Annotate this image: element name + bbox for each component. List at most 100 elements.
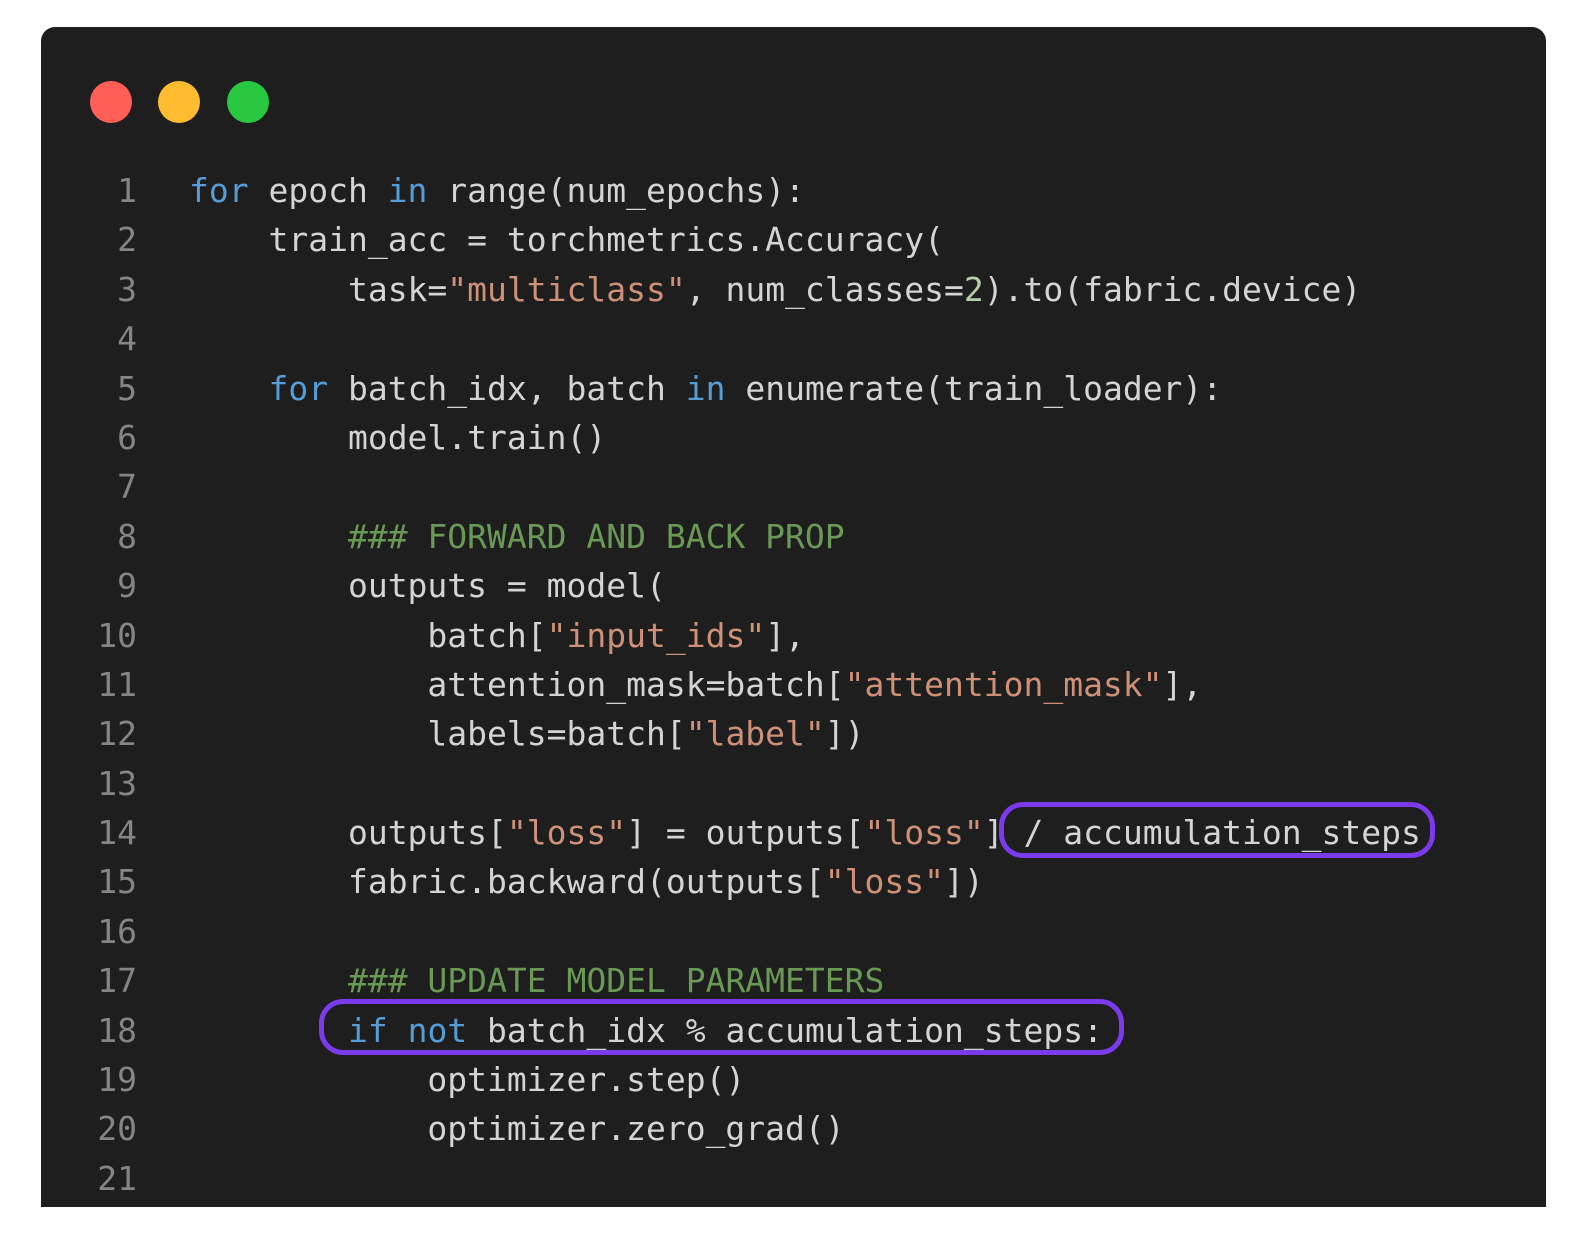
code-text: model.train()	[189, 413, 606, 462]
line-number: 2	[117, 220, 137, 260]
line-number: 1	[117, 171, 137, 210]
code-line: 5 for batch_idx, batch in enumerate(trai…	[41, 364, 1546, 413]
code-token: ])	[824, 714, 865, 754]
line-number: 8	[117, 516, 137, 556]
code-text: labels=batch["label"])	[189, 709, 865, 758]
line-number: 9	[117, 566, 137, 606]
code-line: 16	[41, 907, 1546, 956]
string-token: "label"	[685, 714, 825, 754]
code-token: train_acc = torchmetrics.Accuracy(	[268, 220, 944, 260]
code-text: batch["input_ids"],	[189, 611, 805, 660]
code-text: fabric.backward(outputs["loss"])	[189, 857, 984, 906]
line-number: 17	[97, 961, 137, 1001]
code-token: labels=batch[	[427, 714, 686, 754]
code-text: for epoch in range(num_epochs):	[189, 166, 805, 215]
code-line: 8 ### FORWARD AND BACK PROP	[41, 512, 1546, 561]
code-line: 7	[41, 462, 1546, 511]
line-number: 15	[97, 862, 137, 902]
number-token: 2	[963, 269, 984, 309]
code-token: batch_idx, batch	[328, 368, 686, 408]
code-line: 13	[41, 759, 1546, 808]
code-token: fabric.backward(outputs[	[347, 862, 825, 902]
code-text: for batch_idx, batch in enumerate(train_…	[189, 364, 1222, 413]
code-line: 18 if not batch_idx % accumulation_steps…	[41, 1006, 1546, 1055]
code-line: 14 outputs["loss"] = outputs["loss"] / a…	[41, 808, 1546, 857]
code-token: ],	[1162, 664, 1203, 704]
line-number: 16	[97, 911, 137, 951]
maximize-button[interactable]	[227, 81, 269, 123]
string-token: "loss"	[824, 862, 944, 902]
code-line: 19 optimizer.step()	[41, 1055, 1546, 1104]
line-number: 14	[97, 813, 137, 853]
code-line: 12 labels=batch["label"])	[41, 709, 1546, 758]
code-line: 21	[41, 1154, 1546, 1203]
code-token: attention_mask=batch[	[427, 664, 845, 704]
minimize-button[interactable]	[158, 81, 200, 123]
code-text: if not batch_idx % accumulation_steps:	[189, 1006, 1103, 1055]
code-text: optimizer.step()	[189, 1055, 745, 1104]
line-number: 6	[117, 417, 137, 457]
code-line: 1 for epoch in range(num_epochs):	[41, 166, 1546, 215]
code-token: ],	[765, 615, 805, 655]
keyword-token: if	[347, 1010, 388, 1050]
close-button[interactable]	[90, 81, 132, 123]
keyword-token: in	[387, 171, 428, 210]
line-number: 4	[117, 319, 137, 359]
code-token: optimizer.step()	[427, 1060, 746, 1100]
code-token: optimizer.zero_grad()	[427, 1109, 845, 1149]
code-token: enumerate(train_loader):	[725, 368, 1223, 408]
code-token: ] / accumulation_steps	[983, 813, 1421, 853]
code-line: 15 fabric.backward(outputs["loss"])	[41, 857, 1546, 906]
code-token: ).to(fabric.device)	[983, 269, 1362, 309]
line-number: 3	[117, 269, 137, 309]
code-token: ] = outputs[	[626, 813, 865, 853]
string-token: "multiclass"	[447, 269, 686, 309]
code-text: optimizer.zero_grad()	[189, 1104, 845, 1153]
code-token: ])	[944, 862, 984, 902]
line-number: 21	[97, 1158, 137, 1198]
line-number: 12	[97, 714, 137, 754]
keyword-token: not	[407, 1010, 468, 1050]
code-token: model.train()	[347, 417, 607, 457]
code-line: 6 model.train()	[41, 413, 1546, 462]
code-token: range(num_epochs):	[427, 171, 805, 210]
code-text: outputs = model(	[189, 561, 666, 610]
code-token: epoch	[248, 171, 388, 210]
code-line: 3 task="multiclass", num_classes=2).to(f…	[41, 265, 1546, 314]
line-number: 11	[97, 664, 137, 704]
comment-token: ### UPDATE MODEL PARAMETERS	[347, 961, 885, 1001]
keyword-token: in	[685, 368, 726, 408]
code-text: ### FORWARD AND BACK PROP	[189, 512, 845, 561]
code-token: batch[	[427, 615, 547, 655]
string-token: "loss"	[506, 813, 627, 853]
code-text: ### UPDATE MODEL PARAMETERS	[189, 956, 884, 1005]
code-line: 11 attention_mask=batch["attention_mask"…	[41, 660, 1546, 709]
keyword-token: for	[189, 171, 249, 210]
line-number: 7	[117, 467, 137, 507]
string-token: "input_ids"	[546, 615, 766, 655]
code-token: , num_classes=	[685, 269, 964, 309]
comment-token: ### FORWARD AND BACK PROP	[347, 516, 845, 556]
code-token: outputs = model(	[347, 566, 666, 606]
code-token: outputs[	[347, 813, 507, 853]
code-text: outputs["loss"] = outputs["loss"] / accu…	[189, 808, 1421, 857]
code-token: batch_idx % accumulation_steps:	[467, 1010, 1103, 1050]
line-number: 10	[97, 615, 137, 655]
string-token: "loss"	[864, 813, 984, 853]
line-number: 5	[117, 368, 137, 408]
code-text: attention_mask=batch["attention_mask"],	[189, 660, 1202, 709]
code-line: 4	[41, 314, 1546, 363]
code-text: task="multiclass", num_classes=2).to(fab…	[189, 265, 1361, 314]
line-number: 13	[97, 763, 137, 803]
code-line: 17 ### UPDATE MODEL PARAMETERS	[41, 956, 1546, 1005]
code-token	[388, 1011, 408, 1050]
code-line: 20 optimizer.zero_grad()	[41, 1104, 1546, 1153]
code-token: task=	[347, 269, 448, 309]
code-text: train_acc = torchmetrics.Accuracy(	[189, 215, 944, 264]
code-line: 10 batch["input_ids"],	[41, 611, 1546, 660]
code-line: 9 outputs = model(	[41, 561, 1546, 610]
line-number: 20	[97, 1109, 137, 1149]
code-line: 2 train_acc = torchmetrics.Accuracy(	[41, 215, 1546, 264]
